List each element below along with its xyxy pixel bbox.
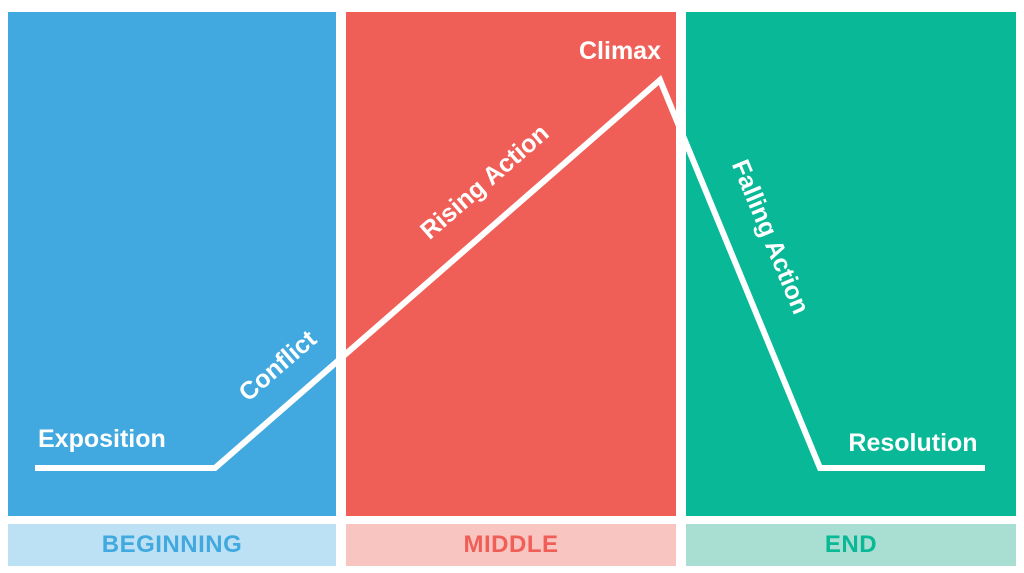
beginning-panel (8, 12, 336, 516)
beginning-label: BEGINNING (8, 524, 336, 566)
exposition-label: Exposition (38, 425, 166, 453)
end-panel (686, 12, 1016, 516)
falling-action-label: Falling Action (726, 156, 815, 319)
middle-label: MIDDLE (346, 524, 676, 566)
resolution-label: Resolution (848, 429, 977, 457)
end-label: END (686, 524, 1016, 566)
conflict-label: Conflict (233, 324, 322, 407)
story-arc-line (35, 74, 985, 471)
middle-panel (346, 12, 676, 516)
rising-action-label: Rising Action (415, 119, 554, 245)
climax-label: Climax (579, 37, 661, 65)
